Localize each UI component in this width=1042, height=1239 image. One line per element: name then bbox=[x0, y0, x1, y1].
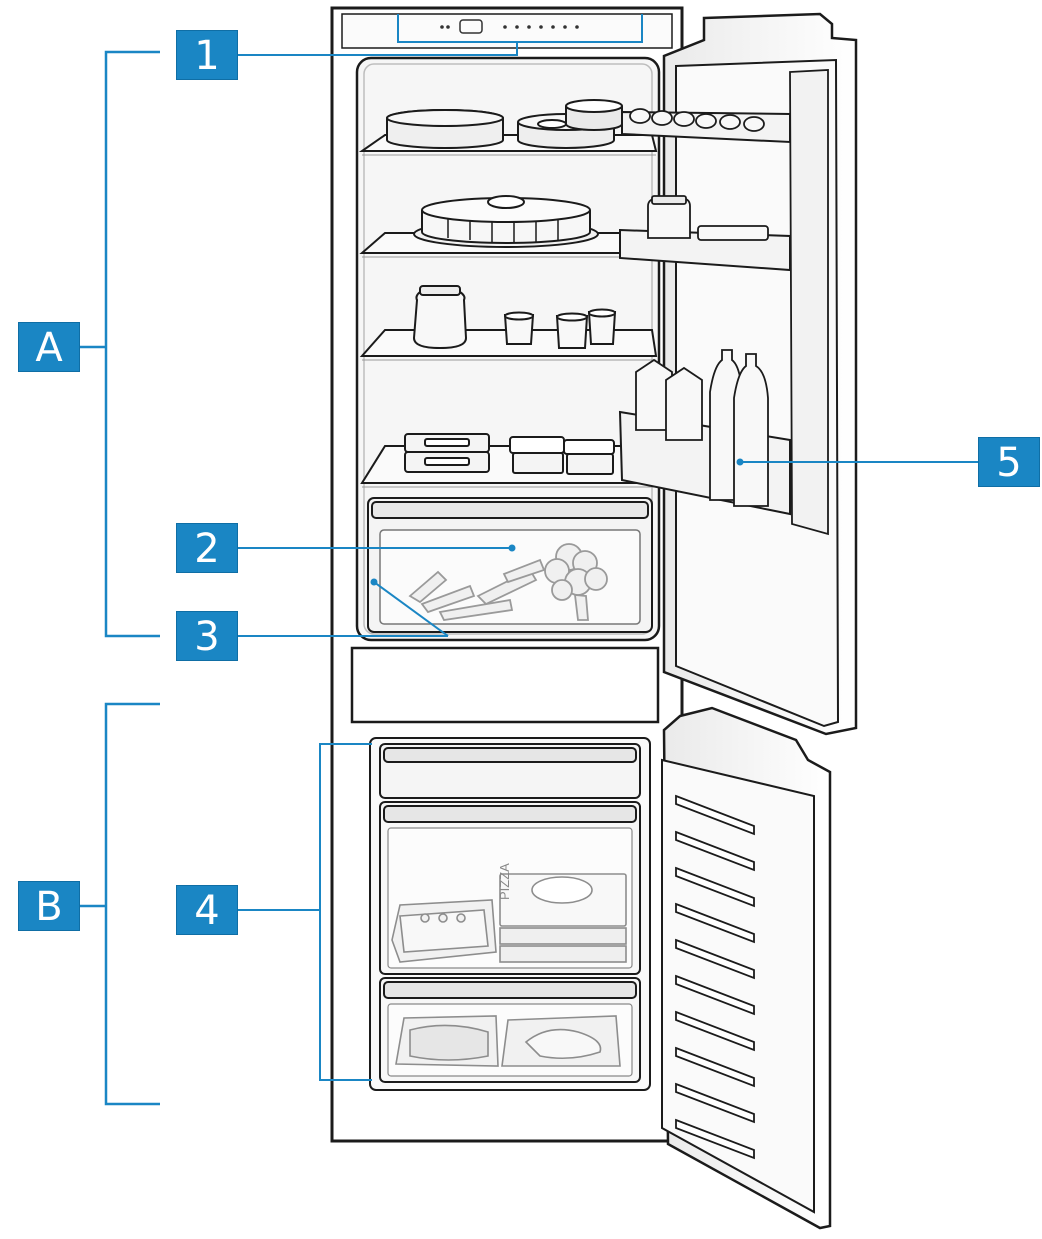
callout-2: 2 bbox=[176, 523, 238, 573]
callout-5: 5 bbox=[978, 437, 1040, 487]
cake-dome bbox=[413, 195, 599, 248]
leader-lines bbox=[238, 42, 978, 1081]
section-a-label: A bbox=[18, 322, 80, 372]
frozen-food bbox=[391, 873, 627, 1067]
control-buttons bbox=[440, 25, 579, 29]
pizza-box-label: PIZZA bbox=[497, 863, 512, 900]
crisper-drawer bbox=[367, 497, 653, 633]
vegetables bbox=[408, 543, 608, 621]
jar-and-cups bbox=[412, 285, 617, 350]
freezer-door-ribs bbox=[675, 794, 755, 1160]
door-bin-items bbox=[629, 108, 769, 507]
shelf-1-items bbox=[386, 99, 623, 149]
divider-panel bbox=[350, 646, 660, 724]
section-b-label: B bbox=[18, 881, 80, 931]
control-panel bbox=[397, 14, 643, 43]
callout-1: 1 bbox=[176, 30, 238, 80]
callout-3: 3 bbox=[176, 611, 238, 661]
food-containers bbox=[404, 433, 615, 475]
callout-4: 4 bbox=[176, 885, 238, 935]
display-icon bbox=[459, 19, 483, 34]
section-brackets bbox=[78, 50, 160, 1106]
